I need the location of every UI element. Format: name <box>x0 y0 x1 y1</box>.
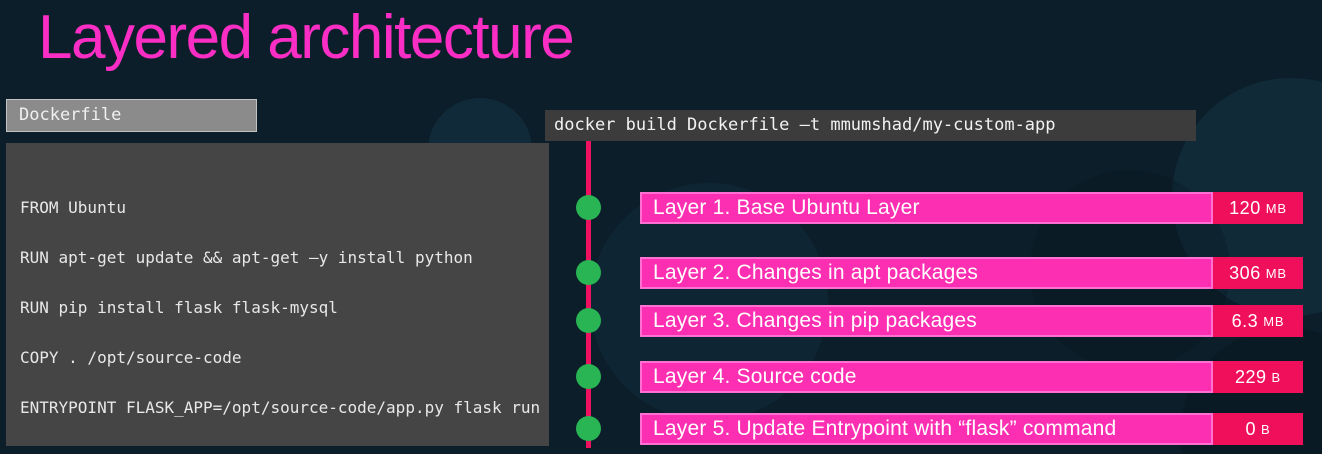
layer-bar-1-size-value: 120 <box>1229 197 1261 218</box>
dockerfile-label: Dockerfile <box>6 99 257 132</box>
layer-bar-2-size-value: 306 <box>1229 262 1261 283</box>
docker-build-command-box: docker build Dockerfile –t mmumshad/my-c… <box>545 110 1196 141</box>
layer-bar-3-label: Layer 3. Changes in pip packages <box>653 309 977 332</box>
layer-bar-5-size-badge: 0 B <box>1213 413 1303 445</box>
layer-bar-2-size-unit: MB <box>1265 265 1287 281</box>
dockerfile-line-run-pip: RUN pip install flask flask-mysql <box>20 298 338 317</box>
layer-bar-2-label-segment: Layer 2. Changes in apt packages <box>640 257 1213 289</box>
layer-bar-2: Layer 2. Changes in apt packages 306 MB <box>640 257 1303 289</box>
timeline-dot-1 <box>576 195 601 220</box>
layer-bar-3-size-value: 6.3 <box>1231 310 1259 331</box>
layer-bar-4-label: Layer 4. Source code <box>653 365 857 388</box>
layer-bar-1-label-segment: Layer 1. Base Ubuntu Layer <box>640 192 1213 224</box>
dockerfile-line-from: FROM Ubuntu <box>20 198 126 217</box>
slide-title: Layered architecture <box>38 3 575 72</box>
layer-bar-2-size-badge: 306 MB <box>1213 257 1303 289</box>
layer-bar-2-label: Layer 2. Changes in apt packages <box>653 261 979 284</box>
layer-bar-5-size-unit: B <box>1261 421 1271 437</box>
layer-bar-4-size-badge: 229 B <box>1213 361 1303 393</box>
layer-bar-4-size-value: 229 <box>1234 366 1267 387</box>
layer-bar-5-label: Layer 5. Update Entrypoint with “flask” … <box>653 417 1117 440</box>
layer-bar-5: Layer 5. Update Entrypoint with “flask” … <box>640 413 1303 445</box>
dockerfile-line-copy: COPY . /opt/source-code <box>20 348 242 367</box>
layer-bar-1-label: Layer 1. Base Ubuntu Layer <box>653 196 920 219</box>
layer-bar-3-label-segment: Layer 3. Changes in pip packages <box>640 305 1213 337</box>
timeline-dot-4 <box>576 364 601 389</box>
layer-bar-4-size-unit: B <box>1271 369 1282 385</box>
layer-bar-5-label-segment: Layer 5. Update Entrypoint with “flask” … <box>640 413 1213 445</box>
layer-bar-3: Layer 3. Changes in pip packages 6.3 MB <box>640 305 1303 337</box>
dockerfile-code-panel: FROM Ubuntu RUN apt-get update && apt-ge… <box>6 143 549 446</box>
timeline-dot-2 <box>576 260 601 285</box>
layer-bar-1-size-unit: MB <box>1265 200 1287 216</box>
dockerfile-line-entrypoint: ENTRYPOINT FLASK_APP=/opt/source-code/ap… <box>20 398 541 417</box>
layer-bar-1-size-badge: 120 MB <box>1213 192 1303 224</box>
timeline-dot-3 <box>576 308 601 333</box>
layer-bar-4: Layer 4. Source code 229 B <box>640 361 1303 393</box>
dockerfile-line-run-apt: RUN apt-get update && apt-get –y install… <box>20 248 473 267</box>
timeline-dot-5 <box>576 416 601 441</box>
timeline-line <box>586 141 591 448</box>
layer-bar-3-size-badge: 6.3 MB <box>1213 305 1303 337</box>
layer-bar-5-size-value: 0 <box>1245 418 1257 439</box>
layer-bar-4-label-segment: Layer 4. Source code <box>640 361 1213 393</box>
layer-bar-3-size-unit: MB <box>1263 313 1285 329</box>
layer-bar-1: Layer 1. Base Ubuntu Layer 120 MB <box>640 192 1303 224</box>
